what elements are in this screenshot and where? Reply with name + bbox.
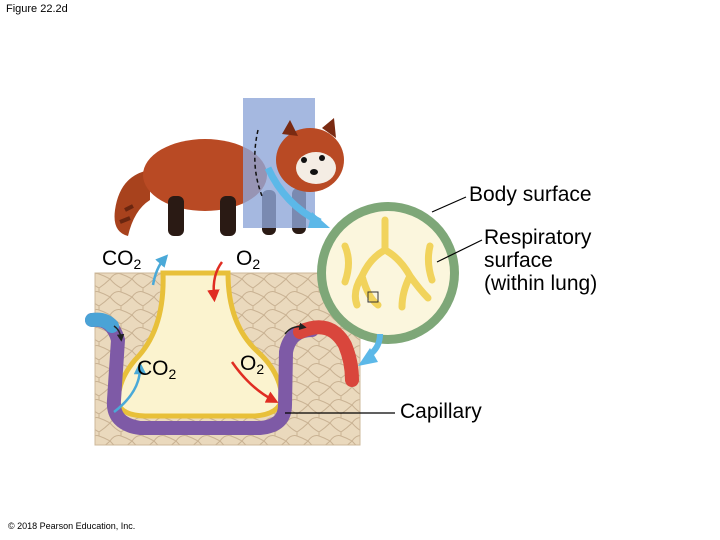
- o2-inner-subscript: 2: [256, 361, 265, 377]
- body-surface-label: Body surface: [469, 183, 592, 206]
- co2-top-base: CO: [102, 247, 134, 270]
- o2-top-subscript: 2: [252, 256, 261, 272]
- co2-arrow-exit: [151, 254, 169, 286]
- copyright-notice: © 2018 Pearson Education, Inc.: [8, 521, 136, 531]
- respiratory-surface-line-2: surface: [484, 249, 553, 272]
- co2-inner-subscript: 2: [168, 366, 177, 382]
- respiratory-surface-leader-line: [436, 239, 483, 263]
- alveolus-space: [115, 270, 285, 419]
- body-surface-leader-line: [431, 196, 467, 213]
- o2-label-inner: O2: [240, 353, 264, 380]
- blood-flow-arrow-out: [284, 322, 307, 335]
- o2-arrow-enter: [207, 261, 224, 303]
- o2-arrow-diffusion: [230, 361, 279, 403]
- o2-inner-base: O: [240, 352, 257, 375]
- respiratory-surface-line-1: Respiratory: [484, 226, 592, 249]
- capillary-label: Capillary: [400, 400, 482, 423]
- figure-label: Figure 22.2d: [6, 3, 68, 15]
- co2-inner-base: CO: [137, 357, 169, 380]
- o2-label-top: O2: [236, 248, 260, 275]
- co2-label-inner: CO2: [137, 358, 176, 385]
- capillary-oxygenated-segment: [293, 320, 359, 387]
- lung-cross-section: [317, 202, 459, 366]
- capillary-venous-end: [85, 312, 119, 333]
- respiratory-surface-line-3: (within lung): [484, 272, 598, 295]
- red-panda-illustration: [114, 98, 344, 236]
- co2-label-top: CO2: [102, 248, 141, 275]
- blood-flow-arrow-in: [113, 325, 125, 342]
- co2-top-subscript: 2: [133, 256, 142, 272]
- co2-arrow-diffusion: [113, 361, 147, 413]
- o2-top-base: O: [236, 247, 253, 270]
